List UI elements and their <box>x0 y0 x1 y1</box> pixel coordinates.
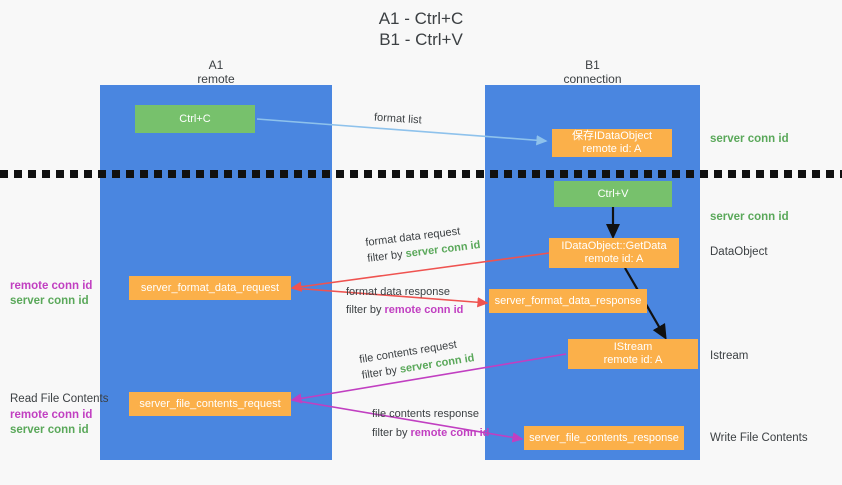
edge-format-list <box>256 118 548 146</box>
note-read-file-contents: Read File Contents <box>10 393 109 405</box>
node-save-idataobject[interactable]: 保存IDataObject remote id: A <box>552 129 672 157</box>
node-server-format-data-request[interactable]: server_format_data_request <box>129 276 291 300</box>
note-server-conn-id-top: server conn id <box>710 133 789 145</box>
edge-format-data-response <box>291 287 489 308</box>
note-write-file-contents: Write File Contents <box>710 432 808 444</box>
note-file-remote-conn-id: remote conn id <box>10 409 93 421</box>
edge-label-format-list: format list <box>373 111 423 127</box>
column-header-b1-role: connection <box>563 72 622 86</box>
column-header-a1: A1 remote <box>100 58 332 86</box>
node-idataobject-getdata[interactable]: IDataObject::GetData remote id: A <box>549 238 679 268</box>
note-format-remote-conn-id: remote conn id <box>10 280 93 292</box>
column-header-b1: B1 connection <box>485 58 700 86</box>
edge-file-contents-response <box>291 399 524 443</box>
filter-value-remote-conn-id: remote conn id <box>410 427 490 439</box>
edge-label-format-data-response-line1: format data response <box>346 286 450 298</box>
edge-label-format-data-response-filter: filter by remote conn id <box>346 303 463 317</box>
node-ctrl-v[interactable]: Ctrl+V <box>554 181 672 207</box>
note-istream: Istream <box>710 350 749 362</box>
note-dataobject: DataObject <box>710 246 768 258</box>
note-server-conn-id-second: server conn id <box>710 211 789 223</box>
page-title: A1 - Ctrl+C B1 - Ctrl+V <box>378 9 464 49</box>
filter-value-remote-conn-id: remote conn id <box>384 304 464 316</box>
filter-prefix: filter by <box>346 304 385 316</box>
node-server-format-data-response[interactable]: server_format_data_response <box>489 289 647 313</box>
node-ctrl-c[interactable]: Ctrl+C <box>135 105 255 133</box>
edge-label-format-data-response: format data response filter by remote co… <box>346 285 463 317</box>
column-header-a1-name: A1 <box>208 58 224 72</box>
edge-label-file-contents-response-line1: file contents response <box>372 408 480 420</box>
filter-prefix: filter by <box>372 427 411 439</box>
node-server-file-contents-request[interactable]: server_file_contents_request <box>129 392 291 416</box>
column-header-a1-role: remote <box>197 72 235 86</box>
column-header-b1-name: B1 <box>585 58 600 72</box>
edge-format-data-request <box>290 252 550 292</box>
note-file-server-conn-id: server conn id <box>10 424 89 436</box>
edge-label-file-contents-response: file contents response filter by remote … <box>372 407 489 440</box>
node-istream[interactable]: IStream remote id: A <box>568 339 698 369</box>
node-server-file-contents-response[interactable]: server_file_contents_response <box>524 426 684 450</box>
edge-file-contents-request <box>290 353 567 404</box>
note-format-server-conn-id: server conn id <box>10 295 89 307</box>
edge-label-file-contents-response-filter: filter by remote conn id <box>372 426 489 440</box>
phase-divider <box>0 170 842 178</box>
